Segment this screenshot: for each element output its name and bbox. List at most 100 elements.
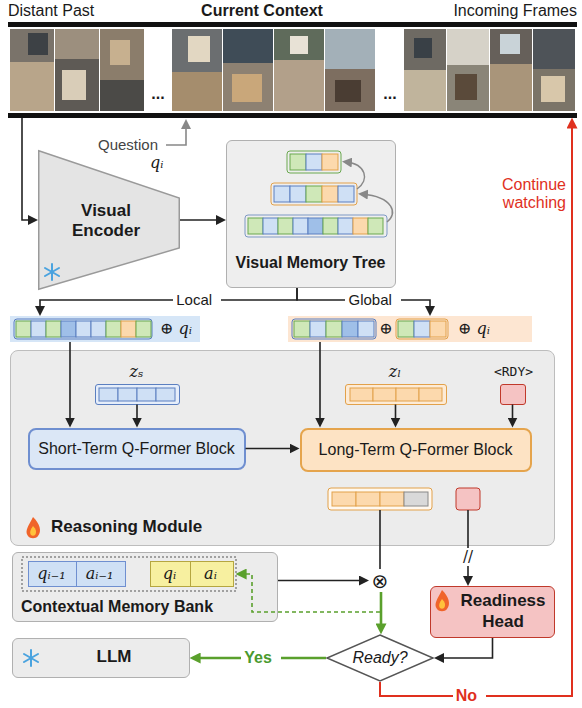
text-slot: aᵢ₋₁ <box>77 562 123 586</box>
token <box>338 218 353 234</box>
token <box>290 154 306 170</box>
flow-arrow <box>22 118 34 220</box>
output-tokens <box>328 488 480 510</box>
edge-label-slot: Yes <box>241 648 275 667</box>
token <box>356 492 380 506</box>
video-frame <box>490 29 532 111</box>
frozen-icon <box>24 650 38 666</box>
frame-detail <box>100 80 144 111</box>
token <box>419 388 442 401</box>
video-frame <box>100 29 144 111</box>
flow-arrow <box>395 405 397 424</box>
question-arrow <box>166 123 186 145</box>
long-term-block: Long-Term Q-Former Block <box>300 428 532 472</box>
frame-detail <box>110 40 130 65</box>
edge-label-slot: Local <box>173 291 215 309</box>
frame-detail <box>404 70 446 111</box>
node-text: ⊕ qᵢ <box>448 319 500 338</box>
token <box>380 492 404 506</box>
memory-cell: qᵢ₋₁ <box>28 561 78 587</box>
token <box>326 321 342 337</box>
label-slot: Question <box>98 136 164 154</box>
token <box>61 321 76 337</box>
token <box>106 321 121 337</box>
node-text: Incoming Frames <box>377 1 577 20</box>
trainable-icon <box>436 590 450 611</box>
flow-arrow <box>40 288 297 312</box>
flow-arrow <box>297 288 430 312</box>
frame-detail <box>414 38 432 58</box>
token <box>353 218 368 234</box>
text-slot: qᵢ₋₁ <box>29 562 75 586</box>
video-frame <box>533 29 575 111</box>
token <box>310 321 326 337</box>
frame-detail <box>490 64 532 111</box>
local-tokens <box>14 319 152 339</box>
node-text: Visual Memory Tree <box>229 253 392 272</box>
text-slot: zₗ <box>346 361 445 383</box>
text-slot: Visual Memory Tree <box>229 251 392 275</box>
annotation-label: qᵢ <box>150 153 172 172</box>
flow-arrow <box>319 342 321 424</box>
encoder-shape <box>39 151 180 290</box>
multiply-symbol: ⊗ <box>369 569 393 592</box>
token-group <box>271 183 357 205</box>
frame-detail <box>188 36 210 62</box>
token-group <box>287 151 341 173</box>
frame-detail <box>28 33 48 55</box>
edge-label: No <box>453 686 486 705</box>
text-slot: Short-Term Q-Former Block <box>34 430 240 468</box>
flow-arrow <box>180 219 222 221</box>
text-slot: Contextual Memory Bank <box>21 596 261 618</box>
node-text: Contextual Memory Bank <box>21 597 261 616</box>
text-slot: ⊗ <box>369 569 391 592</box>
text-slot: Readiness Head <box>455 587 551 636</box>
video-frame <box>325 29 375 111</box>
token <box>342 321 358 337</box>
edge-label-slot: No <box>453 686 480 705</box>
token <box>31 321 46 337</box>
dotted-frame <box>22 557 236 591</box>
node-text: Reasoning Module <box>51 517 271 537</box>
token <box>338 186 354 202</box>
video-frame <box>55 29 99 111</box>
frozen-icon-stroke <box>45 268 59 276</box>
annotation-label: // <box>458 548 478 566</box>
stop-gradient-line <box>467 510 469 582</box>
node-text: LLM <box>49 647 179 667</box>
flow-arrow <box>512 405 514 424</box>
llm-box: LLM <box>12 638 190 678</box>
annotation-label: Continue watching <box>478 176 566 213</box>
ready-output-token <box>456 488 480 510</box>
diamond-shape <box>327 635 433 681</box>
memory-cell: aᵢ₋₁ <box>76 561 126 587</box>
node-text: qᵢ₋₁ <box>29 564 75 583</box>
output-line <box>379 510 381 569</box>
readiness-head-box: Readiness Head <box>430 586 555 638</box>
node-text: zₛ <box>96 362 178 381</box>
text-slot: ⊕ qᵢ <box>448 316 500 342</box>
frame-detail <box>290 36 308 54</box>
flow-arrow <box>438 638 493 658</box>
ellipsis-mark: ... <box>145 84 171 103</box>
node-text: Distant Past <box>8 1 148 20</box>
token-group <box>292 319 376 339</box>
frame-detail <box>62 70 86 100</box>
token <box>414 321 430 337</box>
frame-detail <box>232 74 262 102</box>
ellipsis-mark: ... <box>376 84 404 103</box>
token-group <box>328 488 432 510</box>
memory-cell: qᵢ <box>150 561 192 587</box>
flame-outer <box>27 517 41 538</box>
decision-diamond: Ready? <box>326 634 434 682</box>
token <box>306 154 322 170</box>
timeline-bar <box>8 22 577 27</box>
token <box>322 154 338 170</box>
merge-arrow <box>362 194 393 222</box>
token <box>91 321 106 337</box>
node-text: Short-Term Q-Former Block <box>34 439 240 458</box>
token <box>99 388 118 401</box>
frame-detail <box>325 29 375 69</box>
token <box>293 218 308 234</box>
token <box>278 218 293 234</box>
